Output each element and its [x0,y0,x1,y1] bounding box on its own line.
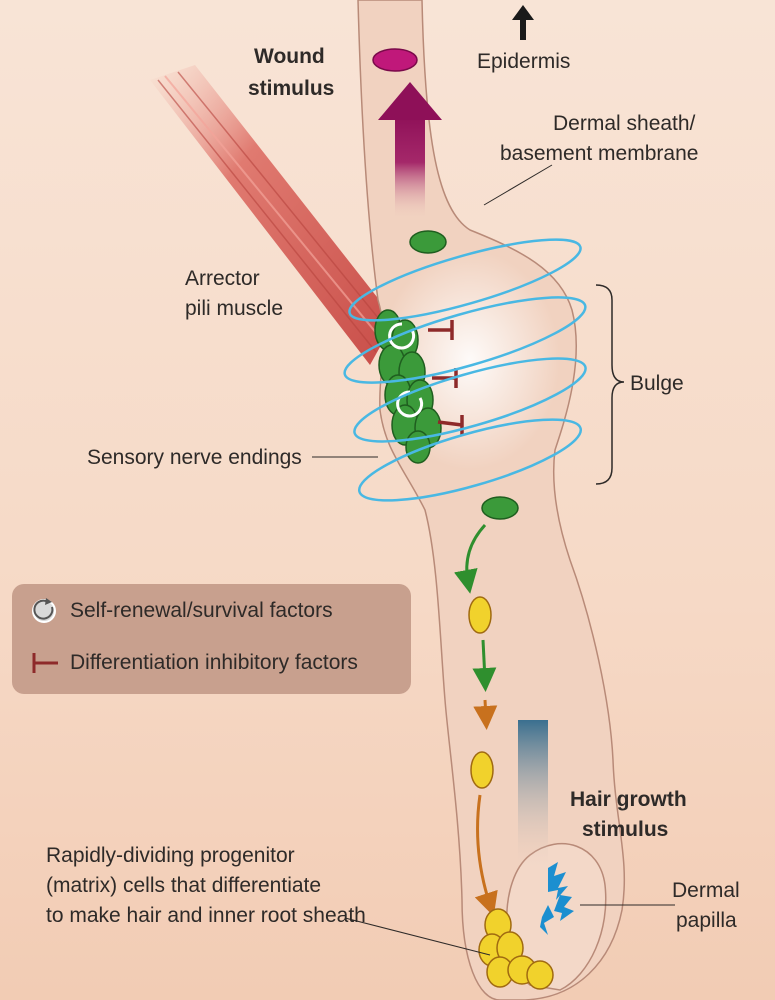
sensory-nerve-endings [343,238,587,502]
epidermis-arrow [512,5,534,40]
migration-arrow-4 [474,794,498,917]
dermal-papilla-label-2: papilla [676,909,737,932]
migration-arrow-2 [472,639,497,692]
progenitor-label-2: (matrix) cells that differentiate [46,874,321,897]
legend-item-differentiation: Differentiation inhibitory factors [26,648,358,678]
arrector-label-1: Arrector [185,267,260,290]
dermal-sheath-label-2: basement membrane [500,142,698,165]
self-renewal-icon [32,598,56,623]
legend-differentiation-label: Differentiation inhibitory factors [70,651,358,674]
transit-cell-1 [468,596,492,634]
leader-lines [312,164,675,956]
wound-stimulus-label-1: Wound [254,45,325,68]
legend: Self-renewal/survival factors Differenti… [12,584,411,694]
self-renewal-icons [388,322,424,418]
inhibitor-icon [32,653,58,673]
wound-stimulus-label-2: stimulus [248,77,334,100]
legend-self-renewal-label: Self-renewal/survival factors [70,599,333,622]
hair-growth-label-2: stimulus [582,818,668,841]
migration-arrow-3 [473,699,498,730]
progenitor-label-3: to make hair and inner root sheath [46,904,366,927]
wound-cell [372,48,418,72]
epidermis-label: Epidermis [477,50,570,73]
arrector-label-2: pili muscle [185,297,283,320]
bulge-bracket [595,284,625,485]
hair-growth-label-1: Hair growth [570,788,687,811]
matrix-cells [478,908,554,990]
papilla-signal-squiggles [540,862,574,935]
dermal-papilla-label-1: Dermal [672,879,740,902]
sensory-nerve-label: Sensory nerve endings [87,446,302,469]
hair-growth-stimulus-bar [518,720,548,870]
dermal-sheath-label-1: Dermal sheath/ [553,112,696,135]
arrector-pili-muscle [150,65,395,365]
stem-cell-top [409,230,447,254]
transit-cell-2 [470,751,494,789]
migration-arrow-1 [453,523,487,594]
migrating-stem-cell [481,496,519,520]
progenitor-label-1: Rapidly-dividing progenitor [46,844,295,867]
wound-stimulus-arrow [378,82,442,220]
bulge-label: Bulge [630,372,684,395]
legend-item-self-renewal: Self-renewal/survival factors [26,596,333,626]
